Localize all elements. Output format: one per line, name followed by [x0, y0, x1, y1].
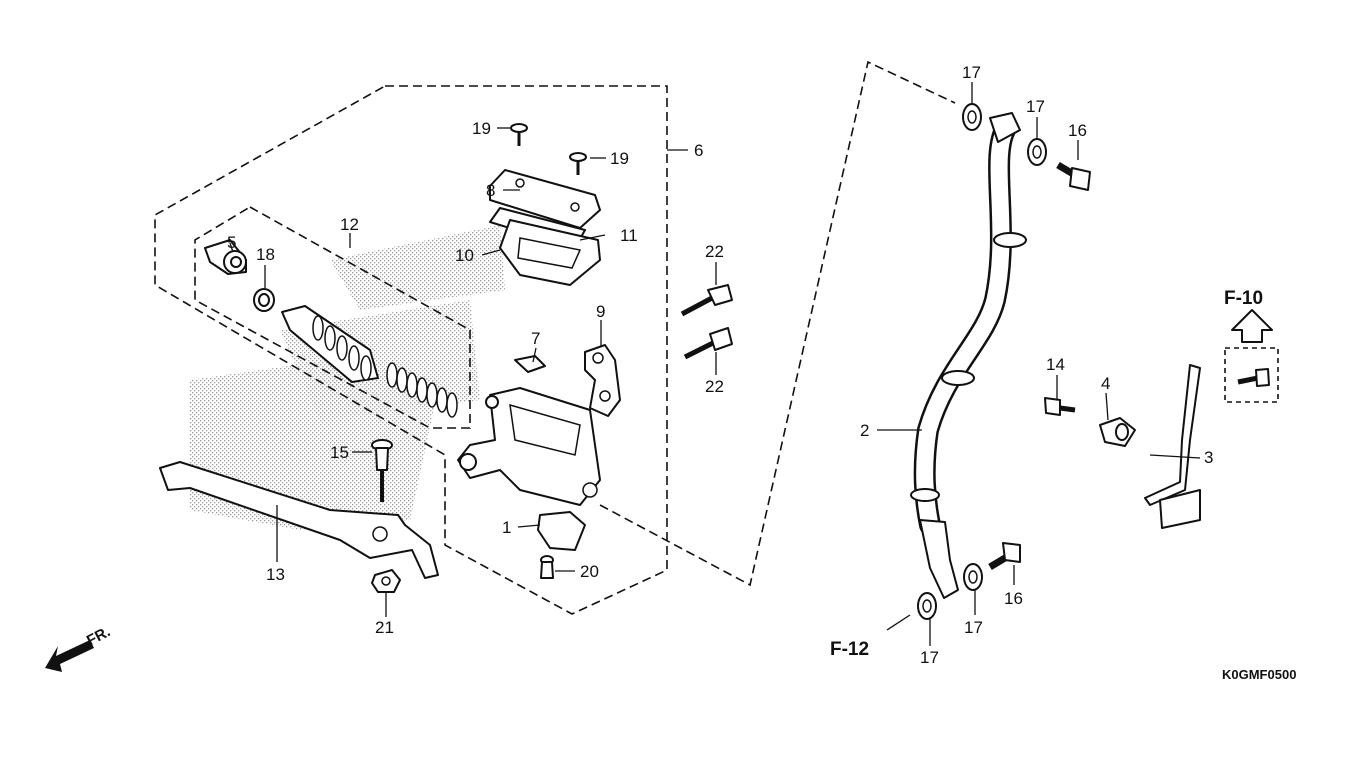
callout-3: 3	[1204, 448, 1213, 467]
cap-screw-right	[569, 152, 587, 175]
bolt-location-box	[1224, 347, 1279, 403]
front-direction-arrow-icon	[45, 640, 94, 672]
return-spring	[386, 362, 458, 418]
clip	[514, 355, 546, 373]
callout-2: 2	[860, 421, 869, 440]
callout-22-upper: 22	[705, 242, 724, 261]
sealing-washer-top-left	[962, 103, 982, 131]
sealing-washer-bottom-right	[963, 563, 983, 591]
callout-20: 20	[580, 562, 599, 581]
callout-16-top: 16	[1068, 121, 1087, 140]
callout-14: 14	[1046, 355, 1065, 374]
banjo-bolt-bottom	[988, 542, 1021, 571]
callout-1: 1	[502, 518, 511, 537]
hose-stay	[1144, 364, 1201, 529]
callout-17-bottom-left: 17	[920, 648, 939, 667]
stop-switch	[537, 511, 586, 551]
callout-22-lower: 22	[705, 377, 724, 396]
clamp-bolt	[1044, 397, 1076, 416]
switch-screw	[540, 555, 554, 579]
callout-21: 21	[375, 618, 394, 637]
banjo-bolt-top	[1056, 161, 1091, 191]
assembly-outline-12	[194, 206, 471, 429]
dust-boot	[204, 239, 247, 275]
callout-18: 18	[256, 245, 275, 264]
diagram-code: K0GMF0500	[1222, 667, 1296, 682]
ref-f12: F-12	[830, 639, 869, 660]
callout-16-bottom: 16	[1004, 589, 1023, 608]
callout-13: 13	[266, 565, 285, 584]
callout-17-top-left: 17	[962, 63, 981, 82]
callout-17-top-right: 17	[1026, 97, 1045, 116]
hose-clamp	[1099, 417, 1136, 447]
callout-19-top: 19	[472, 119, 491, 138]
hose-routing-outline	[599, 60, 956, 587]
leader-lines	[229, 82, 1201, 646]
callout-9: 9	[596, 302, 605, 321]
diaphragm	[499, 219, 601, 286]
callout-10: 10	[455, 246, 474, 265]
callout-8: 8	[486, 181, 495, 200]
callout-11: 11	[620, 226, 638, 245]
callout-19-right: 19	[610, 149, 629, 168]
holder-bolt-lower	[683, 327, 733, 360]
callout-6: 6	[694, 141, 703, 160]
master-cylinder-holder	[584, 344, 621, 417]
callout-4: 4	[1101, 374, 1110, 393]
stay-bolt	[1237, 368, 1270, 387]
circlip	[253, 288, 275, 312]
callout-5: 5	[227, 233, 236, 252]
assembly-outline-6	[154, 85, 668, 615]
master-cylinder-body	[457, 387, 601, 506]
pivot-nut	[371, 569, 401, 593]
sealing-washer-top-right	[1027, 138, 1047, 166]
callout-17-bottom-right: 17	[964, 618, 983, 637]
callout-7: 7	[531, 329, 540, 348]
callout-12: 12	[340, 215, 359, 234]
f10-arrow-icon	[1231, 309, 1273, 343]
pivot-bolt	[371, 439, 393, 502]
ref-f10: F-10	[1224, 288, 1263, 309]
callouts: 1 2 3 4 5 6 7 8 9 10 11 12 13 14 15 16 1…	[84, 63, 1297, 682]
brake-lever	[159, 461, 439, 579]
brake-hose	[910, 112, 1027, 599]
cap-screw-top	[510, 123, 528, 146]
piston-set	[281, 305, 379, 383]
callout-15: 15	[330, 443, 349, 462]
holder-bolt-upper	[680, 284, 733, 317]
sealing-washer-bottom-left	[917, 592, 937, 620]
